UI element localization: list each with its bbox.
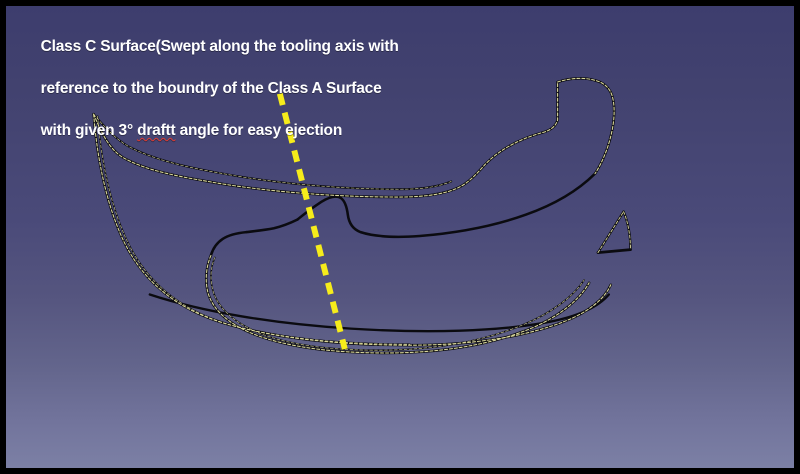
cad-curve-notch-return[interactable]	[209, 230, 248, 257]
cad-curve-inner-step-notch[interactable]	[245, 218, 299, 234]
cad-curve-right-triangle-rib-base[interactable]	[596, 248, 632, 254]
cad-curve-highlight-long-lower-sweep	[93, 113, 612, 346]
cad-curve-highlight-right-triangle-rib-hypotenuse	[597, 211, 625, 254]
cad-curve-long-lower-sweep[interactable]	[92, 112, 613, 347]
cad-curve-top-loop-cap[interactable]	[556, 77, 616, 175]
cad-curve-right-triangle-rib-vertical[interactable]	[622, 210, 632, 251]
cad-curve-highlight-class-c-swept-inner-curve	[205, 254, 590, 354]
cad-curve-class-c-swept-inner-curve-offset[interactable]	[210, 256, 585, 351]
cad-curve-highlight-long-lower-sweep-offset	[97, 115, 411, 345]
cad-curve-highlight-upper-outer-rail	[93, 113, 452, 190]
cad-curve-highlight-class-c-swept-inner-curve-offset	[210, 257, 585, 351]
cad-curve-lower-rail-of-upper-band[interactable]	[296, 172, 597, 239]
curve-group-highlight-strokes	[93, 77, 631, 354]
cad-wireframe-canvas[interactable]	[6, 6, 794, 468]
cad-curve-highlight-upper-boundary-sweep	[93, 81, 559, 198]
cad-3d-viewport[interactable]: Class C Surface(Swept along the tooling …	[6, 6, 794, 468]
cad-curve-highlight-right-triangle-rib-vertical	[623, 211, 631, 251]
cad-curve-class-c-swept-inner-curve[interactable]	[204, 254, 591, 355]
cad-curve-upper-boundary-sweep[interactable]	[92, 80, 559, 199]
cad-curve-lower-horizon-rail[interactable]	[148, 293, 611, 333]
tooling-axis-dashed-line[interactable]	[276, 93, 348, 350]
cad-curve-highlight-top-loop-cap	[557, 77, 615, 175]
curve-group-dark-strokes	[92, 77, 632, 355]
cad-curve-upper-outer-rail[interactable]	[92, 113, 453, 191]
